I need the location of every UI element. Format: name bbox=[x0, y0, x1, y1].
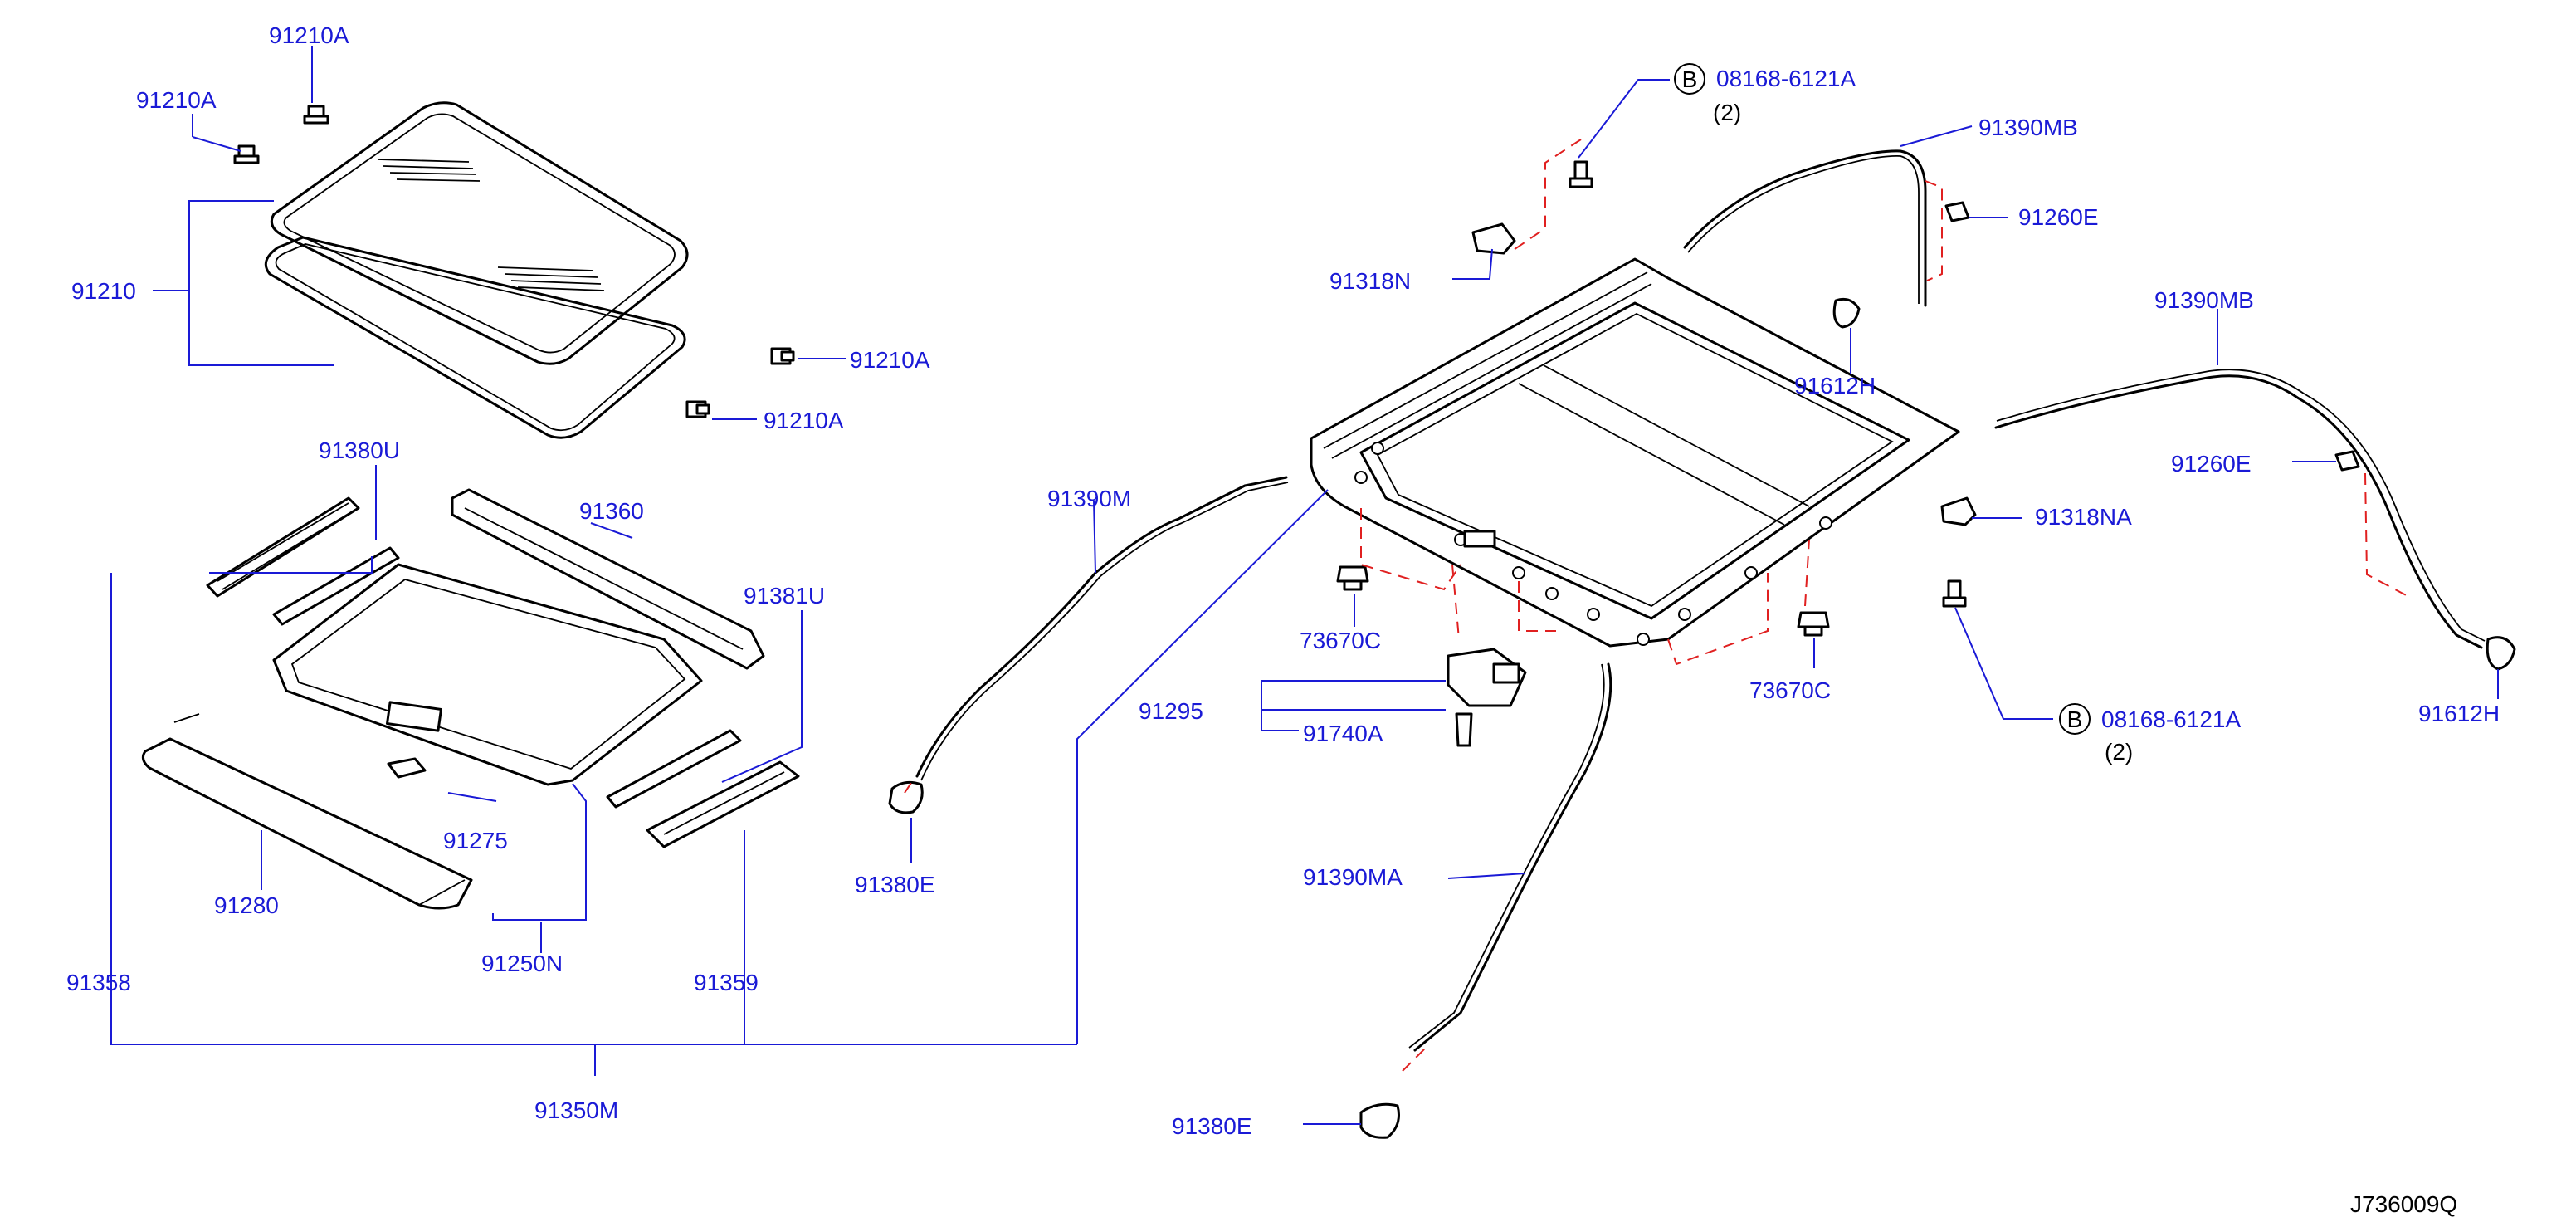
glass-lid-assembly bbox=[233, 101, 795, 439]
drain-hose-91390MB-lower bbox=[1994, 369, 2516, 671]
drain-hose-91390M bbox=[888, 476, 1289, 814]
hidden-lines bbox=[904, 139, 2412, 1072]
callout-73670C[interactable]: 73670C bbox=[1300, 628, 1381, 653]
callout-73670C[interactable]: 73670C bbox=[1749, 677, 1831, 703]
sunroof-frame bbox=[1310, 257, 1960, 648]
bracket-91318N bbox=[1471, 222, 1516, 255]
callout-91260E[interactable]: 91260E bbox=[2171, 451, 2252, 477]
bolt-marker-letter: B bbox=[1682, 66, 1698, 92]
rubber-mount-73670C-right bbox=[1797, 611, 1830, 637]
callout-91740A[interactable]: 91740A bbox=[1303, 721, 1383, 746]
callout-91358[interactable]: 91358 bbox=[66, 970, 131, 995]
bolt-marker-upper: B bbox=[1674, 63, 1705, 95]
callout-91260E[interactable]: 91260E bbox=[2018, 204, 2099, 230]
callout-91250N[interactable]: 91250N bbox=[481, 951, 563, 976]
bolt-91210A-right-upper bbox=[770, 347, 795, 365]
sunroof-motor bbox=[1447, 648, 1527, 747]
bolt-91210A-left bbox=[233, 144, 260, 164]
callout-91390MB[interactable]: 91390MB bbox=[1978, 115, 2078, 140]
callout-91380E[interactable]: 91380E bbox=[855, 872, 935, 897]
callout-91380E[interactable]: 91380E bbox=[1172, 1113, 1252, 1139]
quantity-label: (2) bbox=[1713, 100, 1741, 125]
bolt-91210A-right-lower bbox=[685, 400, 710, 418]
bolt-marker-lower: B bbox=[2059, 703, 2091, 735]
slide-rail-assembly bbox=[141, 488, 800, 910]
callout-91350M[interactable]: 91350M bbox=[534, 1098, 618, 1123]
callout-91210A[interactable]: 91210A bbox=[269, 22, 349, 48]
callout-91210A[interactable]: 91210A bbox=[850, 347, 930, 373]
clip-91260E-upper bbox=[1944, 201, 1970, 222]
drain-hose-91390MB-upper bbox=[1683, 149, 1927, 329]
callout-08168-6121A[interactable]: 08168-6121A bbox=[1716, 66, 1856, 91]
callout-91390MA[interactable]: 91390MA bbox=[1303, 864, 1403, 890]
callout-91359[interactable]: 91359 bbox=[694, 970, 759, 995]
diagram-id: J736009Q bbox=[2350, 1191, 2457, 1217]
drain-hose-91390MA bbox=[1359, 662, 1612, 1139]
bolt-marker-letter: B bbox=[2067, 706, 2083, 732]
callout-91275[interactable]: 91275 bbox=[443, 828, 508, 853]
callout-91612H[interactable]: 91612H bbox=[1794, 373, 1876, 398]
callout-91280[interactable]: 91280 bbox=[214, 892, 279, 918]
bolt-91210A-top bbox=[303, 105, 329, 125]
callout-91210[interactable]: 91210 bbox=[71, 278, 136, 304]
callout-91390M[interactable]: 91390M bbox=[1047, 486, 1131, 511]
bolt-08168-upper bbox=[1569, 160, 1593, 188]
callout-91318NA[interactable]: 91318NA bbox=[2035, 504, 2132, 530]
bracket-91318NA bbox=[1940, 496, 1977, 526]
callout-91381U[interactable]: 91381U bbox=[744, 583, 825, 609]
callout-91612H[interactable]: 91612H bbox=[2418, 701, 2500, 726]
callout-91380U[interactable]: 91380U bbox=[319, 438, 400, 463]
clip-91260E-lower bbox=[2334, 450, 2360, 472]
callout-91210A[interactable]: 91210A bbox=[136, 87, 217, 113]
leader-lines bbox=[110, 46, 2499, 1125]
callout-labels: 91210A 91210A 91210 91210A 91210A 91380U… bbox=[66, 22, 2500, 1139]
quantity-label: (2) bbox=[2105, 739, 2133, 765]
callout-91318N[interactable]: 91318N bbox=[1329, 268, 1411, 294]
callout-08168-6121A[interactable]: 08168-6121A bbox=[2101, 706, 2241, 732]
callout-91295[interactable]: 91295 bbox=[1139, 698, 1203, 724]
callout-91360[interactable]: 91360 bbox=[579, 498, 644, 524]
bolt-08168-lower bbox=[1942, 579, 1967, 608]
callout-91210A[interactable]: 91210A bbox=[764, 408, 844, 433]
callout-91390MB[interactable]: 91390MB bbox=[2154, 287, 2254, 313]
rubber-mount-73670C-left bbox=[1336, 565, 1369, 591]
